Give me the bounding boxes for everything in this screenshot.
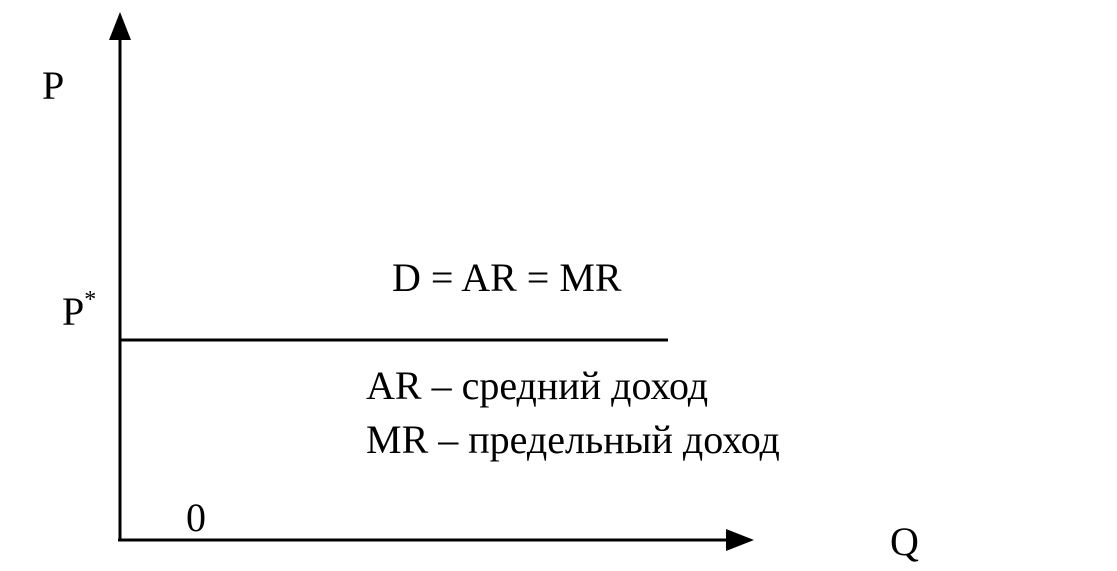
price-level-superscript: * xyxy=(84,287,97,313)
legend-ar: AR – средний доход xyxy=(366,363,709,408)
price-level-label: P* xyxy=(62,288,96,334)
legend-mr: MR – предельный доход xyxy=(366,417,780,462)
x-axis-label: Q xyxy=(890,519,919,564)
y-axis-label: P xyxy=(42,63,65,108)
price-level-letter: P xyxy=(62,289,85,334)
y-axis-arrow-icon xyxy=(109,12,131,40)
x-axis-arrow-icon xyxy=(726,529,754,551)
curve-label: D = AR = MR xyxy=(392,255,622,300)
origin-label: 0 xyxy=(186,495,206,540)
